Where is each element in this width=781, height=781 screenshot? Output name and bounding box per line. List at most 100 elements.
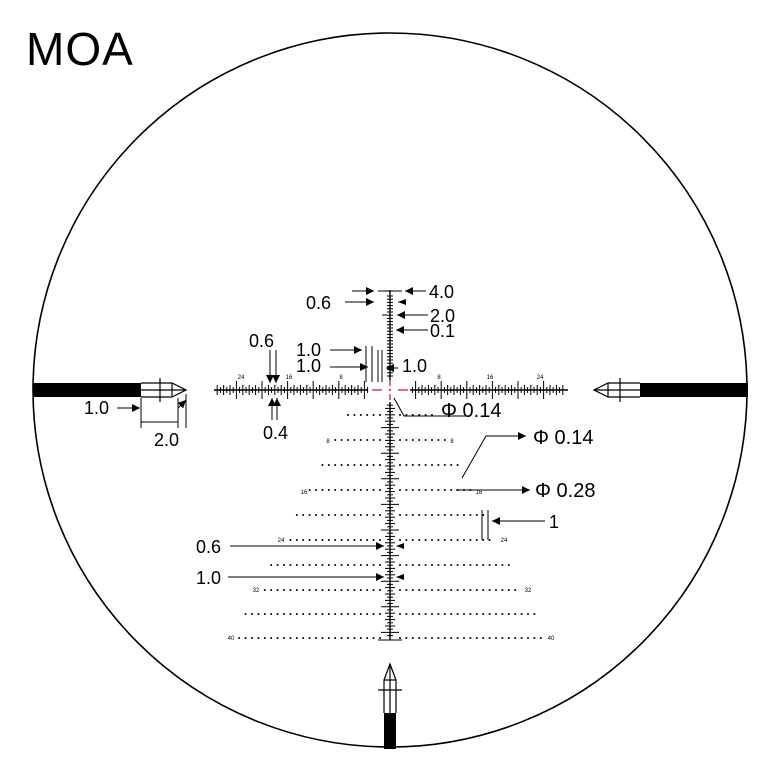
holdover-dot [405,514,408,516]
holdover-dot [399,637,401,639]
holdover-dot [399,613,401,615]
holdover-dot [482,539,485,541]
holdover-dot [340,464,343,466]
holdover-dot [359,439,362,441]
holdover-dot [463,539,465,541]
holdover-dot [359,414,362,416]
label-0-6-lower: 0.6 [196,537,221,557]
tree-number-24-left: 24 [278,538,285,544]
holdover-dot [443,539,446,541]
holdover-dot [372,637,375,639]
holdover-dot [418,489,421,491]
holdover-dot [495,589,497,591]
holdover-dot [257,637,260,639]
holdover-dot [450,514,453,516]
holdover-dot [302,589,305,591]
holdover-dot [405,539,408,541]
holdover-dot [450,589,453,591]
holdover-dot [411,539,414,541]
holdover-dot [539,637,542,639]
holdover-dot [488,539,491,541]
holdover-dot [399,539,401,541]
holdover-dot [276,613,279,615]
holdover-dot [443,514,446,516]
callout-arrowheads [396,299,406,580]
holdover-dot [424,489,427,491]
holdover-dot [366,414,369,416]
holdover-dot [431,464,433,466]
holdover-dot [463,514,465,516]
holdover-dot [437,589,440,591]
holdover-dot [482,564,485,566]
holdover-dot [456,613,459,615]
holdover-dot [353,514,356,516]
holdover-dot [514,589,517,591]
holdover-dot [308,514,311,516]
holdover-dot [340,489,343,491]
label-post-2-0: 2.0 [154,430,179,450]
label-2-0-top: 2.0 [430,306,455,326]
holdover-dot [495,637,497,639]
holdover-dot [340,514,343,516]
tree-number-32-right: 32 [525,588,532,594]
holdover-dot [456,564,459,566]
holdover-dot [463,613,465,615]
holdover-dot [437,464,440,466]
holdover-dot [289,589,292,591]
holdover-dot [263,613,266,615]
holdover-dot [238,637,241,639]
holdover-dot [283,637,285,639]
holdover-dot [270,613,273,615]
holdover-dot [424,539,427,541]
holdover-dot [437,539,440,541]
holdover-dot [379,489,381,491]
holdover-dot [450,464,453,466]
holdover-dot [482,589,485,591]
holdover-dot [302,539,305,541]
holdover-dot [501,564,504,566]
holdover-dot [405,464,408,466]
holdover-dot [437,439,440,441]
holdover-dot [405,439,408,441]
holdover-dot [379,564,381,566]
holdover-dot [469,637,472,639]
holdover-dot [424,464,427,466]
holdover-dot [347,564,349,566]
holdover-dot [418,539,421,541]
holdover-dot [302,564,305,566]
holdover-dot [283,613,285,615]
holdover-dot [463,589,465,591]
holdover-dot [469,564,472,566]
holdover-dot [302,613,305,615]
holdover-dot [372,414,375,416]
holdover-dot [295,589,298,591]
holdover-dot [315,514,317,516]
holdover-dot [321,464,324,466]
holdover-dot [450,489,453,491]
holdover-dot [359,637,362,639]
label-1-0-lower: 1.0 [196,568,221,588]
holdover-dot [334,489,337,491]
holdover-dot [411,564,414,566]
holdover-dot [327,637,330,639]
holdover-dot [372,613,375,615]
holdover-dot [321,613,324,615]
holdover-dot [501,637,504,639]
center-aim-point [372,380,408,400]
holdover-dot [450,637,453,639]
holdover-dot [347,589,349,591]
label-phi-large-dot: Φ 0.28 [535,480,595,502]
holdover-dot [295,637,298,639]
label-hash-1: 1 [549,512,559,532]
holdover-dot [520,613,523,615]
holdover-dot [295,564,298,566]
label-1-0-b: 1.0 [296,356,321,376]
holdover-dot [527,613,529,615]
holdover-dot [315,613,317,615]
holdover-dot [431,613,433,615]
holdover-dot [359,514,362,516]
holdover-dot [315,637,317,639]
holdover-dot [424,439,427,441]
holdover-dot [424,564,427,566]
holdover-dot [327,539,330,541]
